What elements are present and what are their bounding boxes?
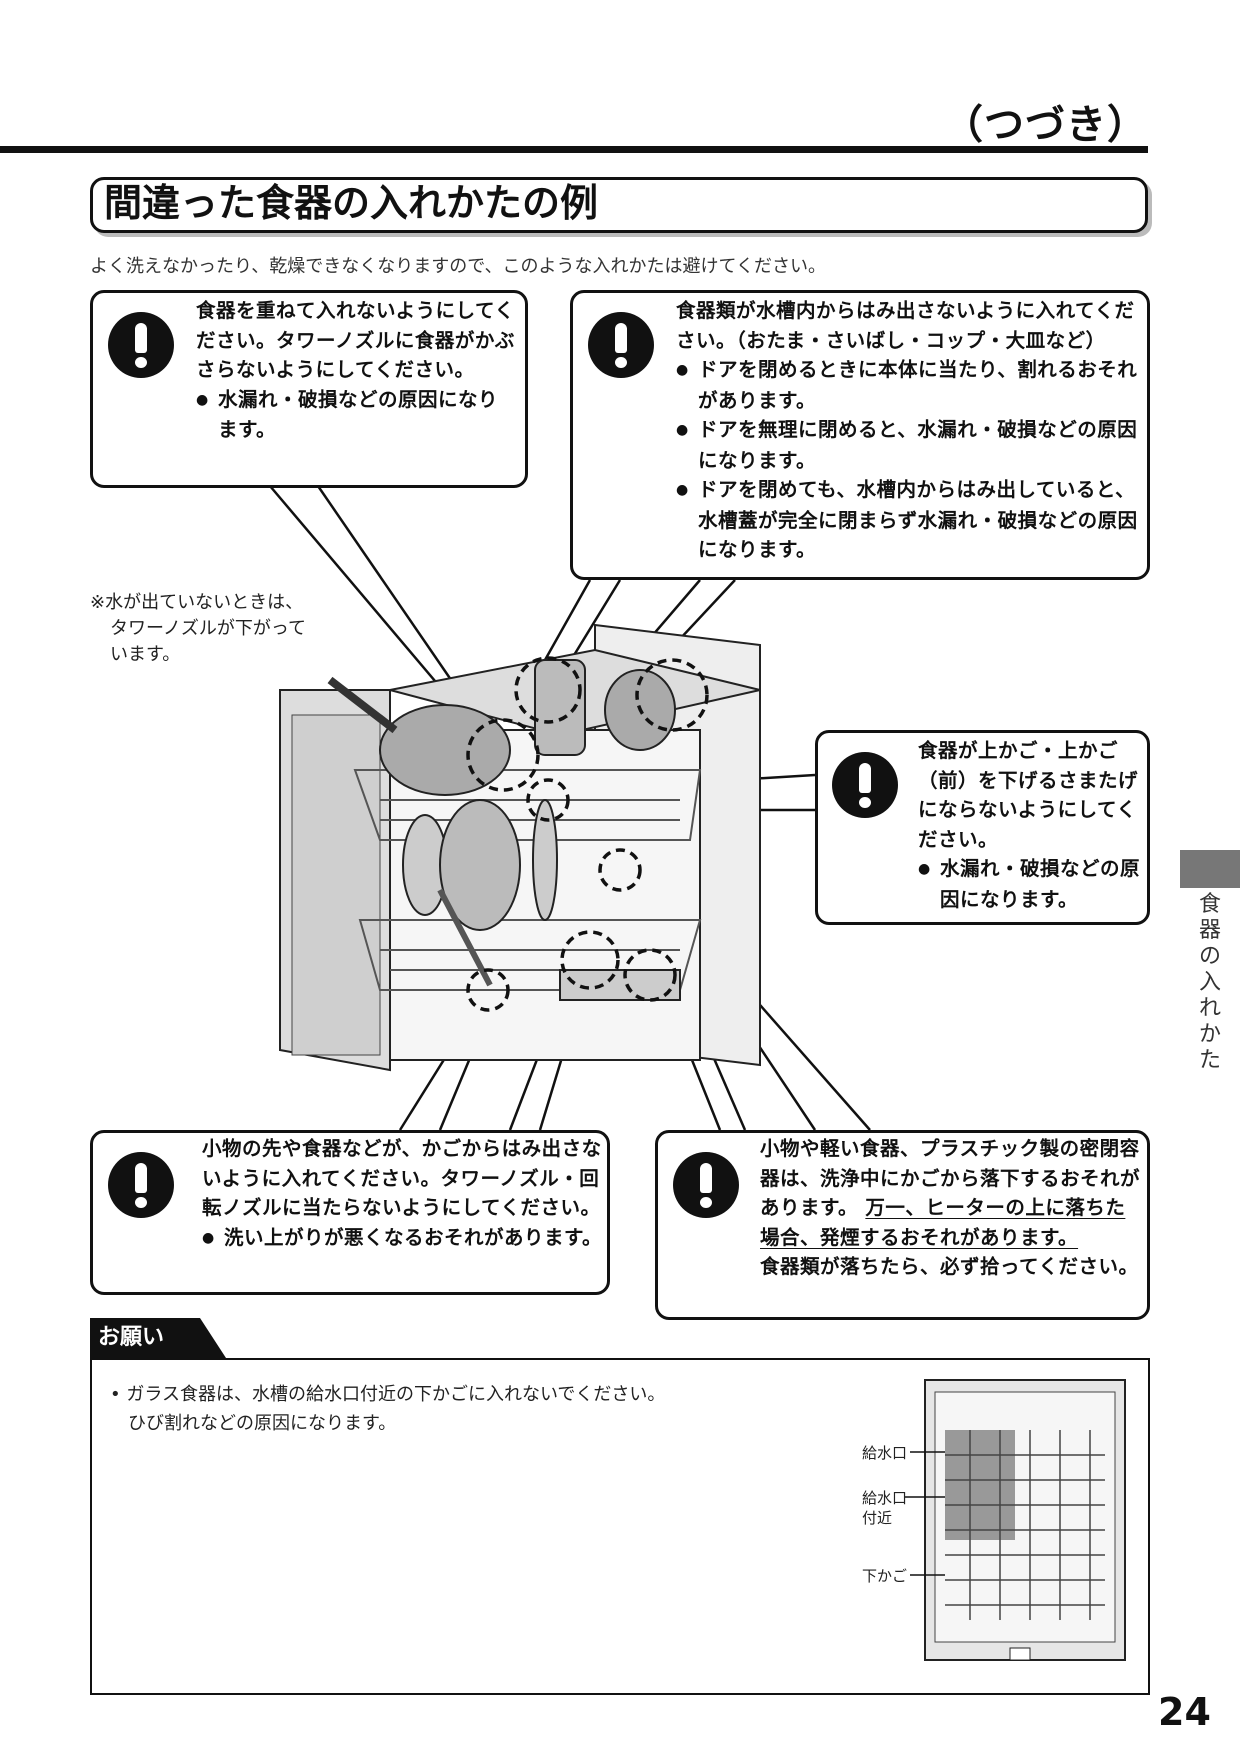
callout-small-items-text: 小物の先や食器などが、かごからはみ出さないように入れてください。タワーノズル・回… (202, 1134, 604, 1253)
request-line: • ガラス食器は、水槽の給水口付近の下かごに入れないでください。 (110, 1384, 666, 1405)
callout-stacking-text: 食器を重ねて入れないようにしてください。タワーノズルに食器がかぶさらないようにし… (196, 296, 516, 445)
request-box (90, 1358, 1150, 1695)
label-lower-basket: 下かご (862, 1567, 908, 1585)
callout-light-items-text: 小物や軽い食器、プラスチック製の密閉容器は、洗浄中にかごから落下するおそれがあり… (760, 1134, 1142, 1282)
request-text: • ガラス食器は、水槽の給水口付近の下かごに入れないでください。 ひび割れなどの… (110, 1380, 665, 1438)
highlight-circles (466, 656, 709, 1012)
callout-main-text: 小物の先や食器などが、かごからはみ出さないように入れてください。タワーノズル・回… (202, 1137, 602, 1219)
warning-icon (832, 752, 898, 818)
callout-bullet: ドアを無理に閉めると、水漏れ・破損などの原因になります。 (676, 415, 1140, 475)
label-near-inlet-2: 付近 (862, 1509, 893, 1527)
callout-main-text: 小物や軽い食器、プラスチック製の密閉容器は、洗浄中にかごから落下するおそれがあり… (760, 1137, 1141, 1219)
request-tag: お願い (90, 1318, 226, 1358)
warning-icon (108, 1152, 174, 1218)
page-number: 24 (1158, 1690, 1211, 1734)
page-title: 間違った食器の入れかたの例 (104, 181, 599, 225)
nozzle-note: ※水が出ていないときは、 タワーノズルが下がって います。 (90, 590, 350, 668)
continued-heading: （つづき） (943, 102, 1148, 148)
callout-bullet: 洗い上がりが悪くなるおそれがあります。 (202, 1223, 604, 1254)
callout-main-text: 食器を重ねて入れないようにしてください。タワーノズルに食器がかぶさらないようにし… (196, 299, 515, 381)
callout-protrude-text: 食器類が水槽内からはみ出さないように入れてください。（おたま・さいばし・コップ・… (676, 296, 1140, 565)
callout-main-text: 食器が上かご・上かご（前）を下げるさまたげにならないようにしてください。 (918, 739, 1139, 851)
callout-last-line: 食器類が落ちたら、必ず拾ってください。 (760, 1255, 1139, 1278)
section-tab-label: 食器の入れかた (1198, 892, 1221, 1073)
section-tab (1180, 850, 1240, 888)
request-line: ひび割れなどの原因になります。 (128, 1413, 397, 1434)
warning-icon (588, 312, 654, 378)
warning-icon (108, 312, 174, 378)
callout-main-text: 食器類が水槽内からはみ出さないように入れてください。（おたま・さいばし・コップ・… (676, 299, 1135, 352)
note-line: ※水が出ていないときは、 (90, 592, 304, 613)
header-rule (0, 146, 1148, 153)
title-frame (90, 177, 1148, 233)
intro-text: よく洗えなかったり、乾燥できなくなりますので、このような入れかたは避けてください… (90, 256, 827, 277)
callout-bullet: ドアを閉めても、水槽内からはみ出していると、水槽蓋が完全に閉まらず水漏れ・破損な… (676, 475, 1140, 565)
label-near-inlet-1: 給水口 (862, 1489, 908, 1507)
callout-underlined-text: 万一、ヒーターの上に落ちた場合、発煙するおそれがあります。 (760, 1196, 1126, 1249)
callout-bullet: 水漏れ・破損などの原因になります。 (196, 385, 516, 445)
dishwasher-body (279, 623, 761, 1072)
warning-icon (673, 1152, 739, 1218)
callout-upper-basket-text: 食器が上かご・上かご（前）を下げるさまたげにならないようにしてください。 水漏れ… (918, 736, 1140, 914)
note-line: タワーノズルが下がって (110, 618, 307, 639)
callout-light-items (655, 1130, 1150, 1320)
callout-bullet: ドアを閉めるときに本体に当たり、割れるおそれがあります。 (676, 355, 1140, 415)
callout-bullet: 水漏れ・破損などの原因になります。 (918, 854, 1140, 914)
rack-diagram (905, 1379, 1126, 1661)
label-inlet: 給水口 (862, 1444, 908, 1462)
note-line: います。 (110, 644, 181, 665)
callout-small-items (90, 1130, 610, 1295)
